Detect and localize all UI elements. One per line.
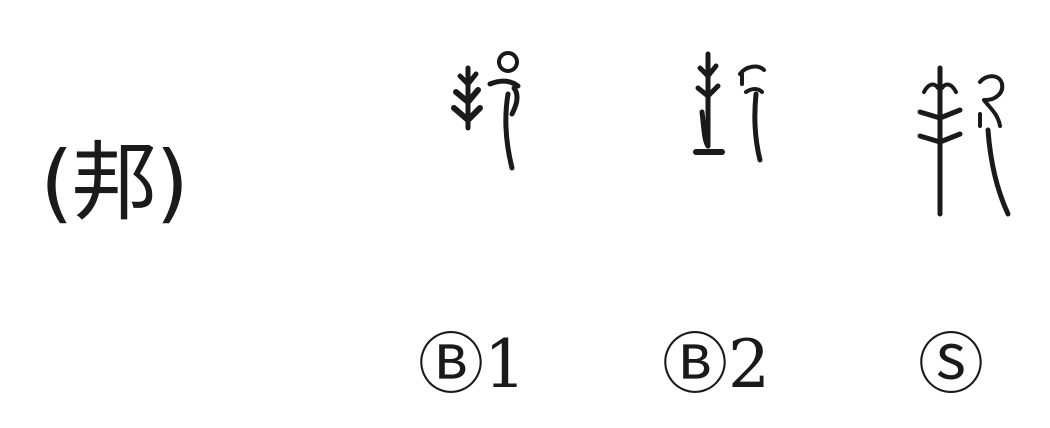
seal-script-bang-variant-b2-icon (688, 48, 788, 166)
variant-label-b1: Ⓑ1 (418, 326, 526, 403)
seal-script-bang-variant-s-icon (910, 58, 1020, 224)
seal-script-bang-variant-b1-icon (444, 48, 544, 178)
variant-label-s: Ⓢ (918, 326, 984, 403)
variant-label-b2: Ⓑ2 (662, 326, 770, 403)
headword-character: (邦) (40, 133, 189, 233)
